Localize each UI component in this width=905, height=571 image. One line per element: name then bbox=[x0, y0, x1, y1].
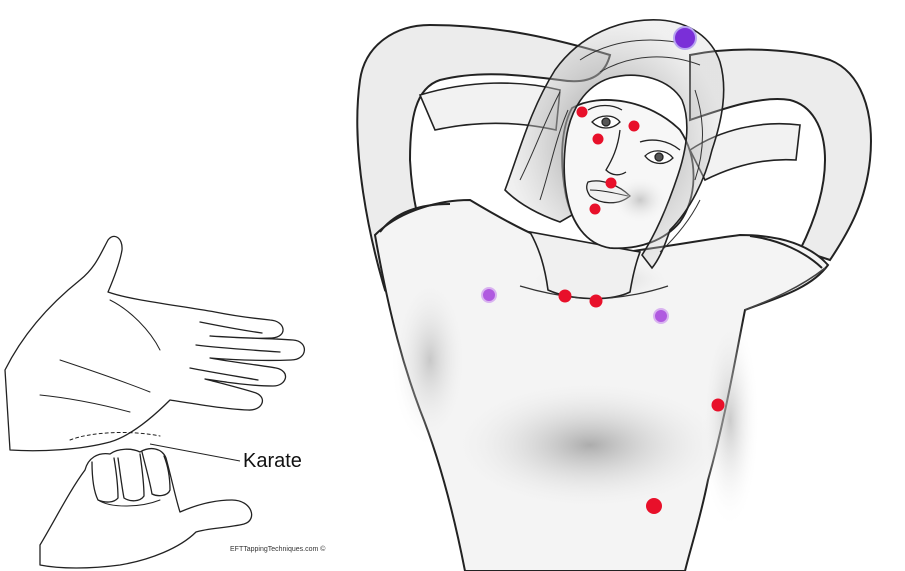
side-of-eye-point bbox=[629, 121, 640, 132]
woman-illustration bbox=[357, 20, 871, 571]
karate-label: Karate bbox=[243, 450, 302, 473]
chest-point-left bbox=[482, 288, 496, 302]
chin-point bbox=[590, 204, 601, 215]
collarbone-point-right bbox=[590, 295, 603, 308]
under-nose-point bbox=[606, 178, 617, 189]
liver-point bbox=[646, 498, 662, 514]
chest-point-right bbox=[654, 309, 668, 323]
hand-illustration bbox=[5, 236, 304, 568]
under-arm-point bbox=[712, 399, 725, 412]
collarbone-point-left bbox=[559, 290, 572, 303]
under-eye-point bbox=[593, 134, 604, 145]
top-of-head-point bbox=[674, 27, 696, 49]
eyebrow-point bbox=[577, 107, 588, 118]
credit-text: EFTTappingTechniques.com © bbox=[230, 546, 325, 553]
